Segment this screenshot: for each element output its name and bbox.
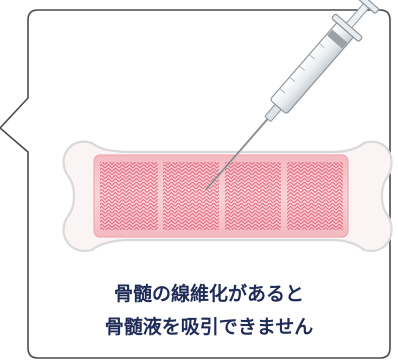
- syringe-thumb-press: [357, 0, 380, 14]
- syringe-needle: [205, 118, 269, 191]
- syringe-icon: [205, 0, 380, 191]
- fibrosis-block-2: [163, 162, 219, 230]
- bone-icon: [62, 140, 393, 253]
- fibrosis-block-3: [225, 162, 281, 230]
- syringe-plunger-seal: [327, 29, 348, 49]
- caption-line-2: 骨髄液を吸引できません: [105, 315, 313, 338]
- fibrosis-block-4: [287, 162, 343, 230]
- caption-line-1: 骨髄の線維化があると: [114, 282, 304, 305]
- fibrosis-block-1: [100, 162, 158, 230]
